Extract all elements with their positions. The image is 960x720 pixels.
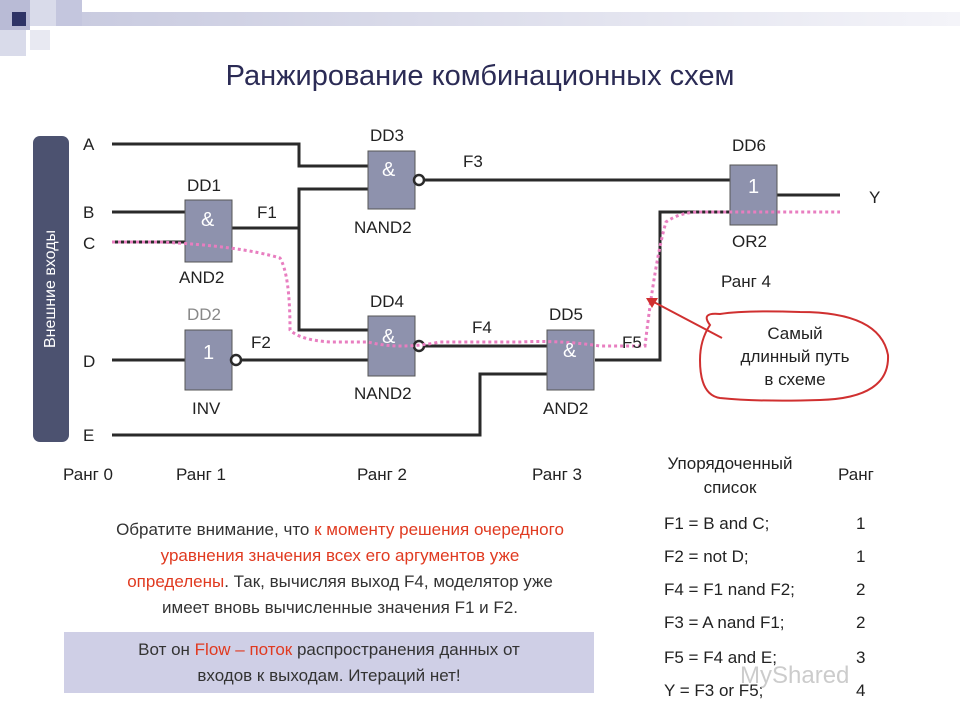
gate-dd3-type: NAND2	[354, 218, 412, 237]
table-row-eq: F1 = B and C;	[664, 514, 770, 533]
gate-dd1-symbol: &	[201, 209, 215, 231]
table-row-eq: Y = F3 or F5;	[664, 681, 764, 700]
explanation-note: Обратите внимание, что к моменту решения…	[40, 517, 640, 621]
bubble-dd3	[412, 173, 426, 187]
wire-a	[112, 142, 368, 168]
note-highlight: уравнения значения всех его аргументов у…	[160, 546, 520, 565]
table-header-rank: Ранг	[838, 465, 874, 484]
input-label-b: B	[83, 203, 95, 222]
longest-path	[112, 210, 840, 348]
callout-arrowhead	[646, 298, 658, 308]
note-highlight: определены	[127, 572, 225, 591]
table-row-eq: F2 = not D;	[664, 547, 749, 566]
gate-dd3-name: DD3	[370, 126, 405, 145]
rank-label-4: Ранг 4	[721, 272, 771, 291]
gate-dd4-symbol: &	[382, 326, 396, 348]
flow-text-pre: Вот он	[138, 640, 195, 659]
gate-dd6-type: OR2	[732, 232, 767, 251]
callout-line: в схеме	[764, 370, 826, 389]
input-label-e: E	[83, 426, 95, 445]
gate-dd6-symbol: 1	[748, 176, 760, 198]
table-row-eq: F3 = A nand F1;	[664, 613, 785, 632]
output-label-y: Y	[869, 188, 881, 207]
gate-dd1-name: DD1	[187, 176, 222, 195]
flow-text-highlight: Flow – поток	[194, 640, 293, 659]
gate-dd5-symbol: &	[563, 340, 577, 362]
corner-square	[56, 0, 82, 26]
input-label-d: D	[83, 352, 96, 371]
gate-dd2-symbol: 1	[203, 342, 215, 364]
gate-dd1-type: AND2	[179, 268, 225, 287]
callout-text: Самый длинный путь в схеме	[700, 322, 890, 391]
rank-label-1: Ранг 1	[176, 465, 226, 484]
table-header-line: список	[703, 478, 757, 497]
rank-label-3: Ранг 3	[532, 465, 582, 484]
bubble-dd2	[229, 353, 243, 367]
signal-label-f3: F3	[463, 152, 483, 171]
rank-label-0: Ранг 0	[63, 465, 113, 484]
gate-dd5	[546, 329, 595, 391]
table-row-rank: 4	[856, 681, 866, 700]
gate-dd2-name: DD2	[187, 305, 222, 324]
callout-line: длинный путь	[740, 347, 850, 366]
input-label-a: A	[83, 135, 95, 154]
callout-bubble	[698, 310, 890, 402]
external-inputs-label-wrap: Внешние входы	[33, 136, 69, 442]
gate-dd2	[184, 329, 233, 391]
gate-dd4-name: DD4	[370, 292, 405, 311]
gate-dd3	[367, 150, 416, 210]
callout-pointer	[649, 299, 723, 339]
page-title: Ранжирование комбинационных схем	[225, 60, 735, 92]
gate-dd5-name: DD5	[549, 305, 584, 324]
table-row-rank: 2	[856, 580, 866, 599]
corner-square	[12, 12, 26, 26]
table-header-list: Упорядоченный список	[640, 452, 820, 500]
note-text: . Так, вычисляя выход F4, моделятор уже	[224, 572, 553, 591]
callout-line: Самый	[767, 324, 823, 343]
table-header-line: Упорядоченный	[667, 454, 793, 473]
signal-label-f5: F5	[622, 333, 642, 352]
signal-label-f4: F4	[472, 318, 492, 337]
table-row-rank: 2	[856, 613, 866, 632]
flow-text-line2: входов к выходам. Итераций нет!	[197, 666, 461, 685]
table-row-eq: F5 = F4 and E;	[664, 648, 777, 667]
external-inputs-label: Внешние входы	[42, 229, 59, 349]
table-row-eq: F4 = F1 nand F2;	[664, 580, 795, 599]
input-label-c: C	[83, 234, 96, 253]
wire-e	[112, 372, 547, 437]
flow-text: Вот он Flow – поток распространения данн…	[64, 637, 594, 689]
corner-square	[30, 0, 56, 26]
gate-dd6	[729, 164, 778, 226]
signal-label-f1: F1	[257, 203, 277, 222]
watermark: MyShared	[740, 662, 850, 689]
table-row-rank: 1	[856, 514, 866, 533]
external-inputs-panel	[33, 136, 69, 442]
table-row-rank: 3	[856, 648, 866, 667]
flow-text-post: распространения данных от	[292, 640, 520, 659]
table-row-rank: 1	[856, 547, 866, 566]
note-highlight: к моменту решения очередного	[314, 520, 564, 539]
gate-dd2-type: INV	[192, 399, 221, 418]
note-text: Обратите внимание, что	[116, 520, 315, 539]
gate-dd1	[184, 199, 233, 263]
wire-f1-down	[297, 228, 368, 332]
corner-square	[30, 30, 50, 50]
header-bar	[82, 12, 960, 26]
corner-square	[0, 30, 26, 56]
gate-dd4-type: NAND2	[354, 384, 412, 403]
rank-label-2: Ранг 2	[357, 465, 407, 484]
gate-dd3-symbol: &	[382, 159, 396, 181]
flow-box	[64, 632, 594, 693]
gate-dd6-name: DD6	[732, 136, 767, 155]
wire-f1	[232, 187, 368, 230]
gate-dd5-type: AND2	[543, 399, 589, 418]
signal-label-f2: F2	[251, 333, 271, 352]
gates	[184, 150, 778, 391]
note-text: имеет вновь вычисленные значения F1 и F2…	[162, 598, 518, 617]
